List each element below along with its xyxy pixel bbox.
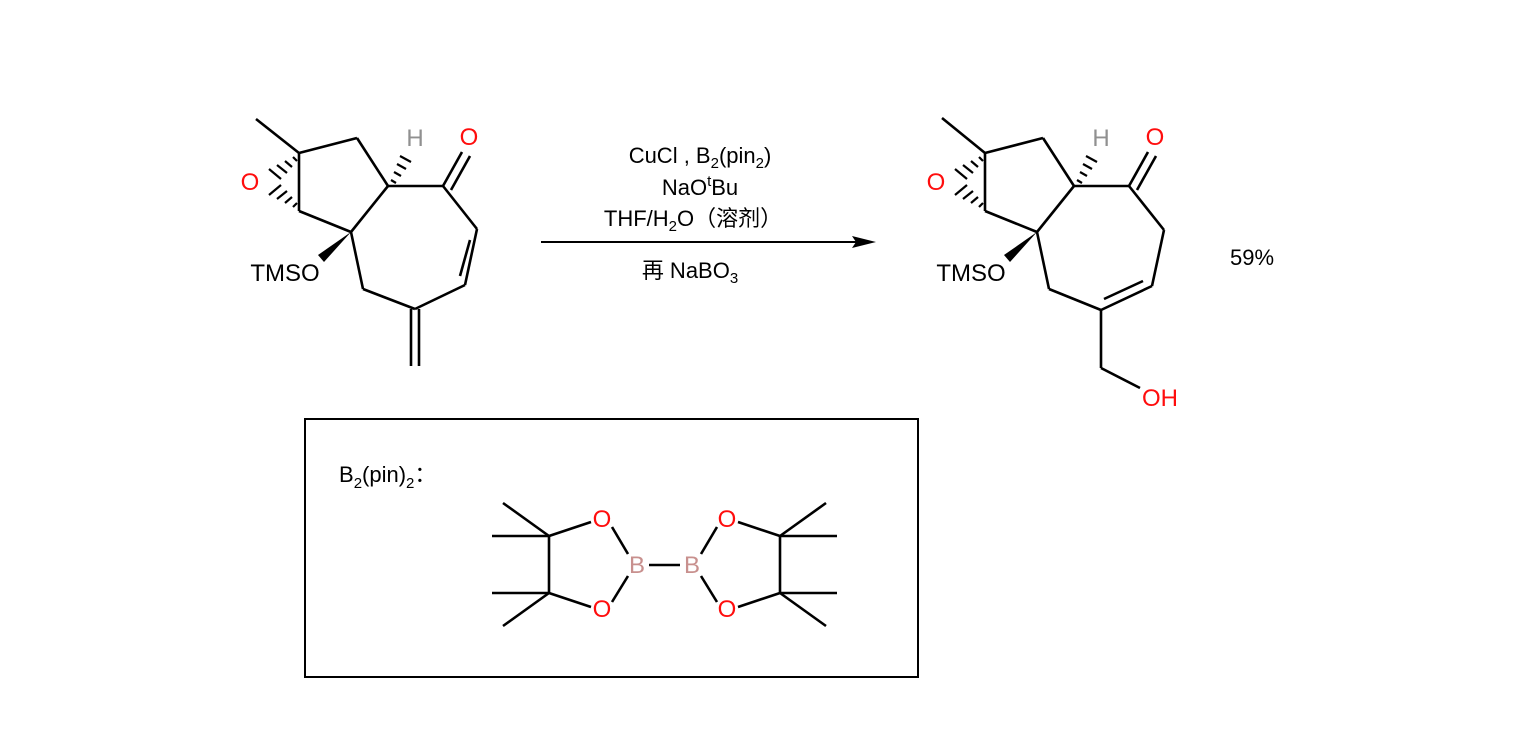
- h-hashed-bond: [1076, 155, 1098, 184]
- reagent-structure-box: B2(pin)2： O O O: [304, 418, 919, 678]
- methyl-bond: [255, 117, 300, 155]
- b-o-bond: [699, 575, 719, 603]
- ring-bond: [1127, 185, 1166, 231]
- c-o-bond: [548, 591, 592, 609]
- b2pin2-bonds: [492, 501, 837, 628]
- tmso-group: TMSO: [250, 260, 319, 287]
- ring-bond: [441, 185, 479, 230]
- methyl-bond: [779, 591, 827, 628]
- condition-solvent: THF/H2O（溶剂）: [604, 206, 782, 235]
- o-c-bond: [737, 520, 781, 538]
- ring-bond: [349, 231, 365, 290]
- ring-bond: [362, 287, 416, 311]
- boron-atom: B: [684, 552, 700, 579]
- reactant-molecule: O H O TMSO: [241, 117, 479, 366]
- carbonyl-bond: [441, 151, 464, 187]
- tmso-wedge-bond: [1004, 232, 1037, 262]
- alkene-bond-inner: [458, 239, 472, 277]
- condition-catalyst: CuCl , B2(pin2): [629, 143, 772, 172]
- methyl-bond: [779, 501, 827, 538]
- condition-base: NaOtBu: [662, 173, 738, 200]
- epoxide-hashed-bond-bottom: [954, 184, 984, 208]
- methyl-bond: [502, 591, 550, 628]
- methyl-bond: [941, 116, 986, 155]
- reagent-title: B2(pin)2：: [339, 462, 436, 492]
- product-bonds: [941, 116, 1166, 390]
- oxygen-atom: O: [593, 596, 612, 623]
- ring-bond: [414, 283, 466, 311]
- condition-oxidant: 再 NaBO3: [642, 258, 738, 287]
- b-o-bond: [699, 526, 719, 555]
- epoxide-hashed-bond-top: [268, 156, 298, 180]
- boron-atom: B: [629, 552, 645, 579]
- o-b-bond: [610, 526, 630, 555]
- epoxide-oxygen: O: [927, 169, 946, 196]
- oxygen-atom: O: [718, 506, 737, 533]
- epoxide-hashed-bond-top: [954, 156, 984, 180]
- hydroxyl-group: OH: [1142, 385, 1178, 412]
- ring-bond: [298, 209, 352, 234]
- tmso-group: TMSO: [936, 260, 1005, 287]
- ring-bond: [984, 136, 1044, 155]
- stereo-hydrogen: H: [1092, 125, 1109, 152]
- oxygen-atom: O: [593, 506, 612, 533]
- stereo-hydrogen: H: [406, 125, 423, 152]
- carbonyl-bond-2: [1135, 155, 1158, 191]
- reagent-box-frame: [304, 418, 919, 678]
- methyl-bond: [502, 501, 550, 538]
- ketone-oxygen: O: [460, 124, 479, 151]
- reaction-arrowhead: [852, 236, 876, 248]
- carbonyl-bond-2: [449, 155, 472, 191]
- ring-bond: [298, 136, 358, 155]
- reaction-conditions: CuCl , B2(pin2) NaOtBu THF/H2O（溶剂） 再 NaB…: [541, 143, 876, 287]
- reactant-bonds: [255, 117, 479, 366]
- ring-bond: [1048, 287, 1102, 312]
- alkene-bond-inner: [1103, 279, 1144, 301]
- o-c-bond: [737, 591, 781, 609]
- oxygen-atom: O: [718, 596, 737, 623]
- h-hashed-bond: [390, 155, 412, 184]
- ring-bond: [984, 209, 1038, 234]
- ring-bond: [355, 137, 390, 187]
- reaction-yield: 59%: [1230, 245, 1274, 270]
- c-o-bond: [548, 520, 592, 538]
- product-molecule: O H O TMSO OH: [927, 116, 1178, 412]
- alkene-bond: [1100, 284, 1153, 312]
- ring-bond: [1035, 231, 1051, 290]
- ring-fusion-bond: [349, 185, 390, 233]
- co-bond: [1100, 366, 1141, 390]
- carbonyl-bond: [1127, 151, 1150, 187]
- epoxide-oxygen: O: [241, 169, 260, 196]
- ring-bond: [1041, 137, 1076, 187]
- epoxide-hashed-bond-bottom: [268, 184, 298, 208]
- ring-fusion-bond: [1035, 185, 1076, 233]
- ketone-oxygen: O: [1146, 124, 1165, 151]
- tmso-wedge-bond: [318, 232, 351, 262]
- alkene-bond: [463, 228, 479, 286]
- ring-bond: [1150, 229, 1166, 287]
- o-b-bond: [610, 575, 630, 603]
